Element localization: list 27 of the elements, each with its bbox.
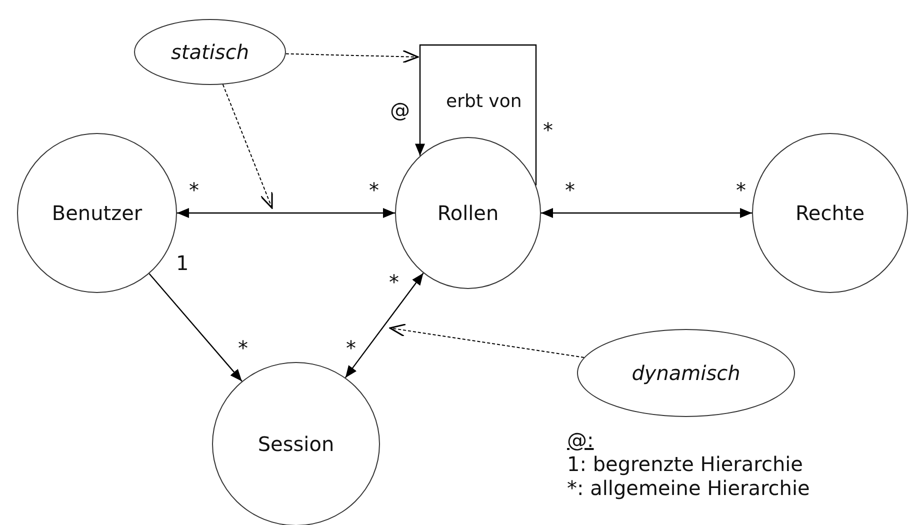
arrow xyxy=(415,44,537,186)
multiplicity-mark: * xyxy=(238,338,248,358)
multiplicity-mark: 1 xyxy=(176,253,189,273)
multiplicity-mark: * xyxy=(543,120,553,140)
legend-text: 1: begrenzte Hierarchie xyxy=(567,454,803,474)
multiplicity-mark: @ xyxy=(390,100,410,120)
node-label: Rollen xyxy=(437,201,499,225)
multiplicity-mark: * xyxy=(369,180,379,200)
node-label: dynamisch xyxy=(632,361,740,385)
multiplicity-mark: * xyxy=(189,180,199,200)
legend-text: *: allgemeine Hierarchie xyxy=(567,478,810,498)
dashed-arrow xyxy=(389,324,584,358)
multiplicity-mark: * xyxy=(389,272,399,292)
dashed-arrow xyxy=(222,84,273,209)
dashed-arrow xyxy=(285,50,419,64)
double-arrow xyxy=(541,208,752,218)
node-label: Session xyxy=(258,432,334,456)
node-label: Rechte xyxy=(795,201,865,225)
multiplicity-mark: * xyxy=(346,338,356,358)
arrow xyxy=(148,273,242,382)
node-label: Benutzer xyxy=(52,201,142,225)
node-label: statisch xyxy=(170,40,249,64)
double-arrow xyxy=(177,208,395,218)
multiplicity-mark: * xyxy=(565,180,575,200)
legend-heading: @: xyxy=(567,430,594,450)
double-arrow xyxy=(344,272,424,378)
multiplicity-mark: * xyxy=(736,180,746,200)
